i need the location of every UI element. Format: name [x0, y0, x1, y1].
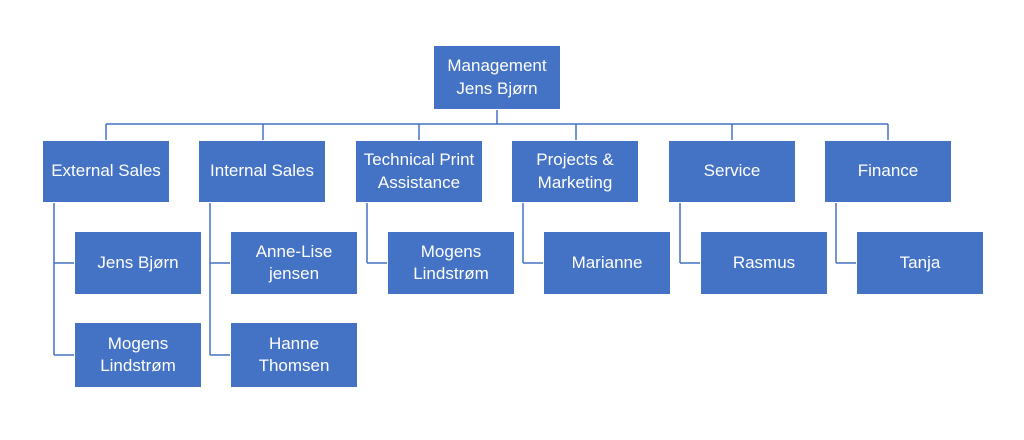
root-box[interactable]: Management Jens Bjørn	[433, 45, 561, 110]
member-box[interactable]: Hanne Thomsen	[230, 322, 358, 388]
member-name: Mogens Lindstrøm	[100, 333, 176, 375]
member-box[interactable]: Marianne	[543, 231, 671, 295]
member-name: Anne-Lise jensen	[255, 241, 333, 283]
member-box[interactable]: Rasmus	[700, 231, 828, 295]
dept-box-technical-print-assistance[interactable]: Technical Print Assistance	[355, 140, 483, 203]
dept-box-finance[interactable]: Finance	[824, 140, 952, 203]
dept-label: External Sales	[51, 161, 161, 181]
member-name: Mogens Lindstrøm	[413, 241, 489, 283]
dept-label: Internal Sales	[210, 161, 314, 181]
member-name: Rasmus	[732, 252, 796, 272]
dept-box-service[interactable]: Service	[668, 140, 796, 203]
member-name: Tanja	[899, 252, 941, 272]
root-title: Management	[447, 56, 547, 76]
dept-label: Service	[703, 161, 761, 181]
member-name: Marianne	[571, 252, 643, 272]
dept-box-external-sales[interactable]: External Sales	[42, 140, 170, 203]
dept-box-internal-sales[interactable]: Internal Sales	[198, 140, 326, 203]
member-box[interactable]: Jens Bjørn	[74, 231, 202, 295]
member-box[interactable]: Tanja	[856, 231, 984, 295]
root-name: Jens Bjørn	[456, 78, 538, 98]
member-box[interactable]: Mogens Lindstrøm	[387, 231, 515, 295]
member-name: Jens Bjørn	[97, 252, 179, 272]
dept-label: Finance	[857, 161, 919, 181]
member-name: Hanne Thomsen	[258, 333, 330, 375]
dept-label: Projects & Marketing	[536, 150, 614, 192]
member-box[interactable]: Mogens Lindstrøm	[74, 322, 202, 388]
member-box[interactable]: Anne-Lise jensen	[230, 231, 358, 295]
dept-box-projects-marketing[interactable]: Projects & Marketing	[511, 140, 639, 203]
dept-label: Technical Print Assistance	[363, 150, 475, 192]
